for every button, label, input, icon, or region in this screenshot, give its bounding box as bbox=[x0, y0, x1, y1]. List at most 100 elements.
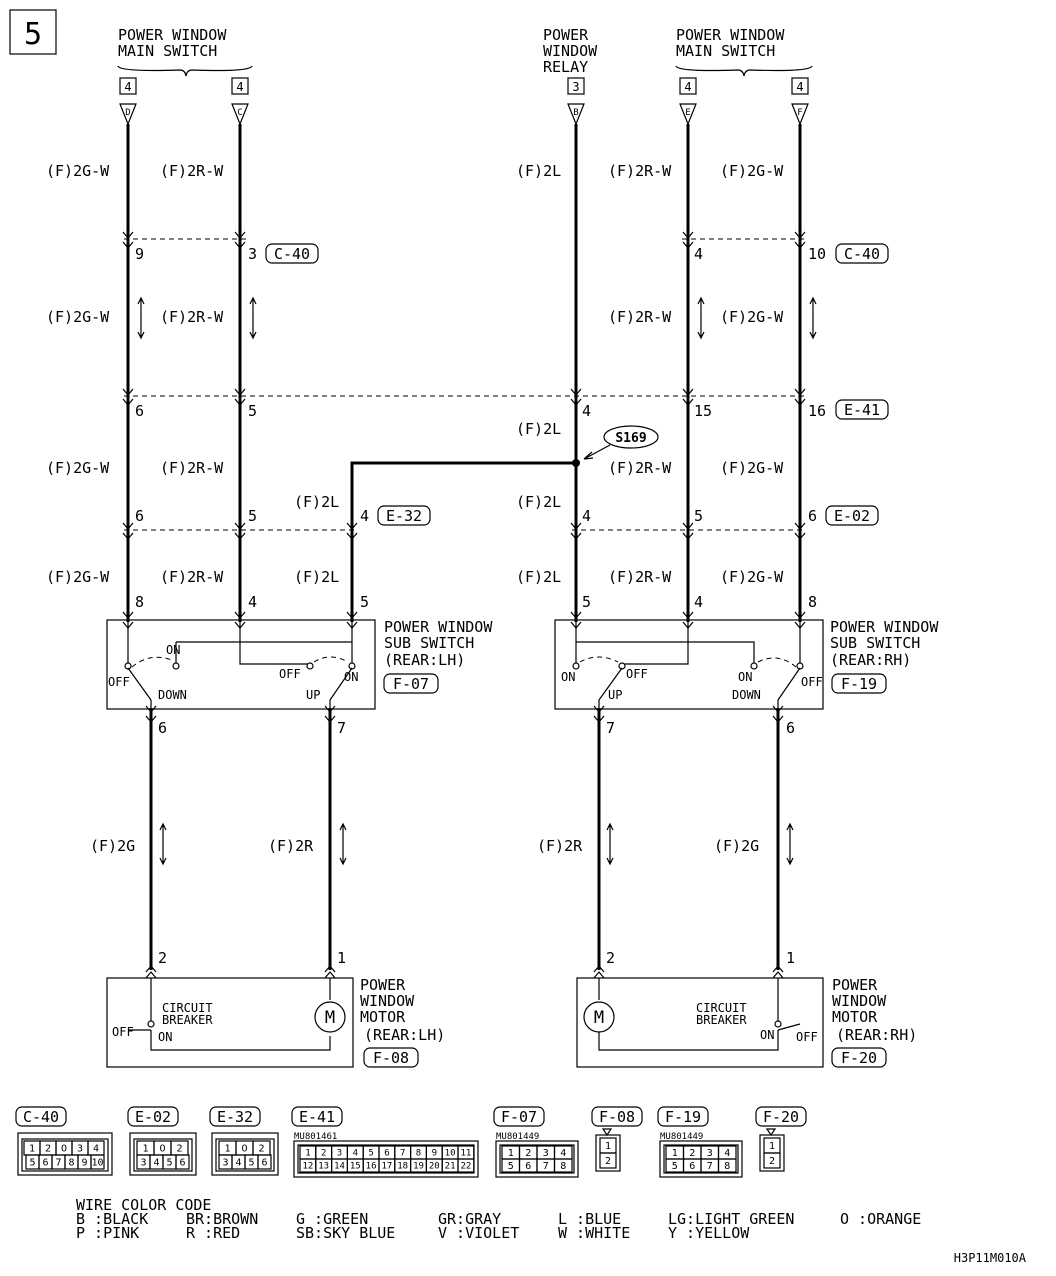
svg-text:4: 4 bbox=[796, 80, 803, 94]
svg-text:1: 1 bbox=[786, 949, 795, 967]
svg-text:DOWN: DOWN bbox=[732, 688, 761, 702]
f07-tag: F-07 bbox=[393, 675, 429, 693]
f19-tag: F-19 bbox=[841, 675, 877, 693]
svg-text:B :BLACK: B :BLACK bbox=[76, 1210, 148, 1228]
connector-pin-label: 10 bbox=[445, 1149, 456, 1159]
svg-text:6: 6 bbox=[158, 719, 167, 737]
connector-pin-label: 3 bbox=[77, 1143, 83, 1154]
connector-pin-label: 4 bbox=[560, 1148, 566, 1159]
f08-tag: F-08 bbox=[373, 1049, 409, 1067]
connector-pin-label: 5 bbox=[368, 1149, 373, 1159]
motor-lh-label-2: WINDOW bbox=[360, 992, 415, 1010]
svg-text:(F)2L: (F)2L bbox=[516, 162, 561, 180]
connector-pin-cell bbox=[763, 1152, 781, 1169]
svg-text:CIRCUIT: CIRCUIT bbox=[162, 1001, 213, 1015]
connector-pin-label: 14 bbox=[334, 1162, 345, 1172]
connector-pin-label: 6 bbox=[261, 1157, 267, 1168]
connector-pin-label: 6 bbox=[525, 1161, 531, 1172]
connector-pin-label: 8 bbox=[560, 1161, 566, 1172]
svg-text:15: 15 bbox=[694, 402, 712, 420]
sub-switch-lh-label-3: (REAR:LH) bbox=[384, 651, 465, 669]
svg-text:BREAKER: BREAKER bbox=[162, 1013, 213, 1027]
top-connector-b: 3 B bbox=[567, 77, 585, 126]
svg-text:E-41: E-41 bbox=[299, 1108, 335, 1126]
svg-text:OFF: OFF bbox=[112, 1025, 134, 1039]
relay-label-1: POWER bbox=[543, 26, 589, 44]
svg-text:E-32: E-32 bbox=[386, 507, 422, 525]
main-switch-right-label-1: POWER WINDOW bbox=[676, 26, 785, 44]
diagram-code: H3P11M010A bbox=[954, 1251, 1027, 1265]
svg-text:BREAKER: BREAKER bbox=[696, 1013, 747, 1027]
svg-text:10: 10 bbox=[808, 245, 826, 263]
svg-text:(F)2R-W: (F)2R-W bbox=[608, 162, 672, 180]
connector-pin-cell bbox=[175, 1154, 190, 1170]
svg-text:L :BLUE: L :BLUE bbox=[558, 1210, 621, 1228]
main-switch-left-label-1: POWER WINDOW bbox=[118, 26, 227, 44]
svg-text:F-07: F-07 bbox=[501, 1108, 537, 1126]
svg-text:(F)2G-W: (F)2G-W bbox=[720, 308, 784, 326]
svg-text:BR:BROWN: BR:BROWN bbox=[186, 1210, 258, 1228]
connector-pin-label: 2 bbox=[525, 1148, 531, 1159]
connector-pin-label: 1 bbox=[224, 1143, 230, 1154]
svg-text:5: 5 bbox=[694, 507, 703, 525]
svg-text:(F)2L: (F)2L bbox=[516, 420, 561, 438]
svg-text:4: 4 bbox=[236, 80, 243, 94]
svg-text:(F)2R-W: (F)2R-W bbox=[608, 568, 672, 586]
connector-pin-label: 1 bbox=[29, 1143, 35, 1154]
svg-text:8: 8 bbox=[808, 593, 817, 611]
svg-text:OFF: OFF bbox=[801, 675, 823, 689]
svg-text:4: 4 bbox=[582, 507, 591, 525]
svg-text:C: C bbox=[237, 108, 242, 118]
connector-pin-label: 7 bbox=[400, 1149, 405, 1159]
svg-text:6: 6 bbox=[808, 507, 817, 525]
svg-text:4: 4 bbox=[124, 80, 131, 94]
svg-text:(F)2G-W: (F)2G-W bbox=[720, 568, 784, 586]
svg-text:(F)2R-W: (F)2R-W bbox=[608, 308, 672, 326]
motor-lh-label-3: MOTOR bbox=[360, 1008, 406, 1026]
svg-text:4: 4 bbox=[694, 593, 703, 611]
motor-lh: M OFF ON CIRCUIT BREAKER bbox=[106, 977, 354, 1068]
connector-pin-label: 4 bbox=[235, 1157, 241, 1168]
connector-pin-label: 8 bbox=[724, 1161, 730, 1172]
connector-pin-label: 15 bbox=[350, 1162, 361, 1172]
connector-pin-label: 2 bbox=[769, 1156, 775, 1167]
svg-text:5: 5 bbox=[248, 402, 257, 420]
connector-pin-label: 3 bbox=[222, 1157, 228, 1168]
connector-pin-label: 1 bbox=[605, 1141, 611, 1152]
motor-rh: M OFF ON CIRCUIT BREAKER bbox=[576, 977, 824, 1068]
main-switch-left-label-2: MAIN SWITCH bbox=[118, 42, 217, 60]
top-connector-e: 4 E bbox=[679, 77, 697, 126]
main-switch-right-label-2: MAIN SWITCH bbox=[676, 42, 775, 60]
svg-text:(F)2R: (F)2R bbox=[268, 837, 314, 855]
connector-pin-label: 11 bbox=[460, 1149, 471, 1159]
f20-tag: F-20 bbox=[841, 1049, 877, 1067]
svg-text:3: 3 bbox=[248, 245, 257, 263]
connector-pin-label: 6 bbox=[689, 1161, 695, 1172]
connector-pin-label: 6 bbox=[179, 1157, 185, 1168]
connector-pin-label: 5 bbox=[166, 1157, 172, 1168]
svg-text:W :WHITE: W :WHITE bbox=[558, 1224, 630, 1242]
connector-pin-label: 4 bbox=[353, 1149, 358, 1159]
svg-text:OFF: OFF bbox=[626, 667, 648, 681]
connector-pin-label: 2 bbox=[321, 1149, 326, 1159]
svg-text:(F)2G-W: (F)2G-W bbox=[46, 308, 110, 326]
connector-pin-label: 6 bbox=[384, 1149, 389, 1159]
splice-s169: S169 bbox=[583, 425, 659, 460]
svg-text:SB:SKY BLUE: SB:SKY BLUE bbox=[296, 1224, 395, 1242]
svg-text:MU801461: MU801461 bbox=[294, 1132, 337, 1142]
svg-text:UP: UP bbox=[608, 688, 622, 702]
svg-text:C-40: C-40 bbox=[844, 245, 880, 263]
top-connector-f: 4 F bbox=[791, 77, 809, 126]
svg-text:ON: ON bbox=[738, 670, 752, 684]
svg-text:4: 4 bbox=[694, 245, 703, 263]
svg-text:ON: ON bbox=[760, 1028, 774, 1042]
page-number: 5 bbox=[24, 17, 42, 52]
connector-pin-label: 2 bbox=[45, 1143, 51, 1154]
connector-pin-label: 7 bbox=[55, 1157, 61, 1168]
svg-text:(F)2R-W: (F)2R-W bbox=[608, 459, 672, 477]
connector-pin-label: 7 bbox=[707, 1161, 713, 1172]
motor-lh-label-1: POWER bbox=[360, 976, 406, 994]
relay-label-3: RELAY bbox=[543, 58, 588, 76]
page-number-box bbox=[9, 9, 57, 55]
svg-text:E-02: E-02 bbox=[834, 507, 870, 525]
